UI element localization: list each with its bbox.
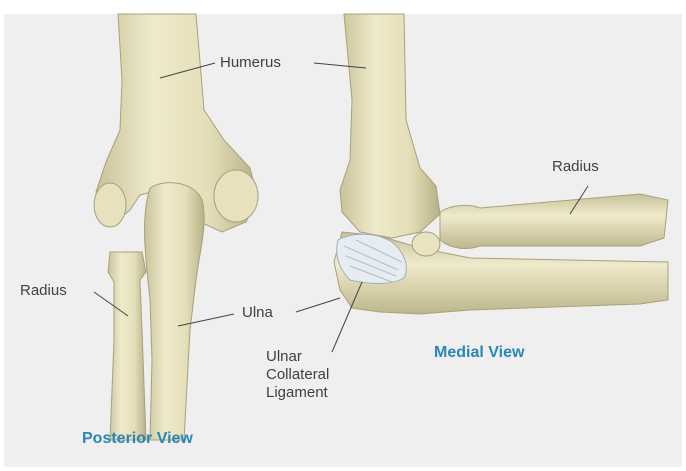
label-ucl-line-3: Ligament: [266, 384, 376, 402]
label-ulna: Ulna: [242, 304, 273, 322]
posterior-olecranon: [145, 183, 205, 440]
label-humerus: Humerus: [220, 54, 281, 72]
label-ucl-line-2: Collateral: [266, 366, 376, 384]
posterior-lateral-epicondyle: [94, 183, 126, 227]
view-title-posterior: Posterior View: [82, 430, 193, 448]
posterior-view-bones: [94, 14, 258, 440]
posterior-medial-epicondyle: [214, 170, 258, 222]
medial-humerus: [340, 14, 440, 238]
medial-radius: [440, 194, 668, 248]
label-radius-posterior: Radius: [20, 282, 67, 300]
medial-view-bones: [334, 14, 668, 314]
medial-radial-head: [412, 232, 440, 256]
label-ucl-line-1: Ulnar: [266, 348, 376, 366]
posterior-radius: [108, 252, 146, 440]
label-ulnar-collateral-ligament: Ulnar Collateral Ligament: [266, 348, 376, 402]
view-title-medial: Medial View: [434, 344, 524, 362]
label-radius-medial: Radius: [552, 158, 599, 176]
leader-ulna-right: [296, 298, 340, 312]
